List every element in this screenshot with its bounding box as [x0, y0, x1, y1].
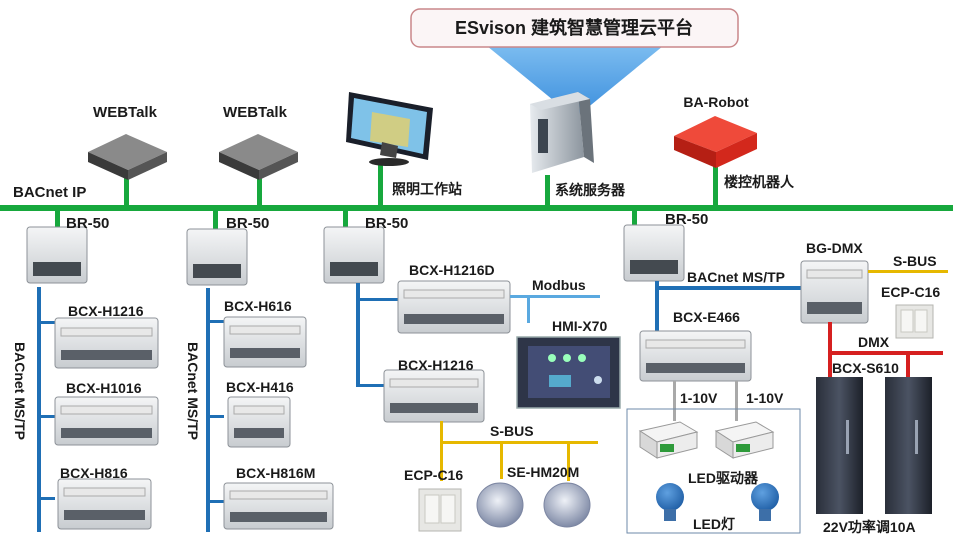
mstp-bus-4 [655, 286, 808, 290]
router-label-2: BR-50 [226, 215, 269, 232]
mstp-bus-1 [37, 287, 41, 532]
sensor-label: SE-HM20M [507, 464, 579, 480]
ecp-c16-panel-c3: ECP-C16 [404, 467, 463, 532]
module-bcx-h1016: BCX-H1016 [54, 380, 159, 446]
sbus-line-c3 [440, 441, 598, 444]
panel-label: ECP-C16 [404, 467, 463, 483]
modbus-label: Modbus [532, 277, 586, 293]
platform-header: ESvison 建筑智慧管理云平台 [410, 8, 739, 118]
workstation-monitor: 照明工作站 [346, 92, 462, 197]
module-label: BCX-H416 [226, 379, 294, 395]
module-bcx-h816: BCX-H816 [57, 465, 152, 530]
module-bcx-e466: BCX-E466 [639, 309, 752, 382]
robot-label: 楼控机器人 [724, 174, 795, 190]
sbus-line-c5 [868, 270, 948, 273]
signal-label-2: 1-10V [746, 390, 784, 406]
module-label: BCX-H1216D [409, 262, 495, 278]
sbus-label-c5: S-BUS [893, 253, 937, 269]
drop-workstation [378, 162, 383, 206]
mstp-label-1: BACnet MS/TP [12, 342, 28, 440]
module-bcx-h1216-c3: BCX-H1216 [383, 357, 485, 423]
mstp-label-4: BACnet MS/TP [687, 269, 785, 285]
ecp-label-c5: ECP-C16 [881, 284, 940, 300]
modbus-line [510, 295, 600, 298]
dimmer-label: BCX-S610 [832, 360, 899, 376]
dimmer-unit-2 [885, 377, 932, 514]
drop-router-3 [343, 210, 348, 228]
drop-router-2 [213, 210, 218, 230]
mstp-label-2: BACnet MS/TP [185, 342, 201, 440]
module-bcx-h816m: BCX-H816M [223, 465, 334, 530]
drop-router-4 [632, 210, 637, 226]
router-label-4: BR-50 [665, 211, 708, 228]
module-bcx-h1216d: BCX-H1216D [397, 262, 511, 334]
led-group-frame [626, 408, 801, 534]
ecp-c16-panel-c5 [895, 304, 934, 339]
mstp-bus-3 [356, 283, 360, 387]
drop-robot [713, 165, 718, 206]
se-hm20m-sensor: SE-HM20M [476, 464, 591, 528]
title-box [410, 8, 739, 48]
dimmer-unit-1 [816, 377, 863, 514]
bacnet-ip-backbone [0, 205, 953, 211]
module-label: BCX-H1216 [68, 303, 144, 319]
drop-webtalk-1 [124, 178, 129, 206]
webtalk-label-1: WEBTalk [93, 104, 158, 121]
router-4: BR-50 [623, 211, 708, 282]
gateway-label: BG-DMX [806, 240, 863, 256]
module-label: BCX-H1216 [398, 357, 474, 373]
workstation-label: 照明工作站 [392, 181, 462, 197]
dmx-line-h [828, 351, 943, 355]
led-bulb-1 [656, 483, 684, 521]
webtalk-device-2: WEBTalk [219, 104, 298, 180]
led-driver-label: LED驱动器 [688, 470, 759, 486]
module-label: BCX-H816M [236, 465, 315, 481]
hmi-label: HMI-X70 [552, 318, 607, 334]
led-lamp-label: LED灯 [693, 516, 735, 532]
router-label-3: BR-50 [365, 215, 408, 232]
module-label: BCX-H1016 [66, 380, 142, 396]
led-driver-1 [638, 421, 699, 459]
module-bcx-h616: BCX-H616 [223, 298, 307, 368]
backbone-label: BACnet IP [13, 184, 86, 201]
server-label: 系统服务器 [555, 182, 626, 198]
cloud-funnel [487, 46, 663, 118]
webtalk-label-2: WEBTalk [223, 104, 288, 121]
dmx-line-v [828, 322, 832, 377]
bg-dmx-gateway: BG-DMX [800, 240, 869, 324]
module-bcx-h416: BCX-H416 [226, 379, 294, 448]
led-bulb-2 [751, 483, 779, 521]
robot-name: BA-Robot [683, 94, 749, 110]
signal-wire-2 [735, 381, 738, 421]
router-3: BR-50 [323, 215, 408, 284]
led-driver-2 [714, 421, 775, 459]
signal-label-1: 1-10V [680, 390, 718, 406]
mstp-bus-2 [206, 288, 210, 532]
module-label: BCX-H816 [60, 465, 128, 481]
dimmer-caption: 22V功率调10A [823, 519, 916, 535]
module-label: BCX-E466 [673, 309, 740, 325]
server-tower: 系统服务器 [530, 92, 626, 198]
drop-router-1 [55, 210, 60, 228]
signal-wire-1 [673, 381, 676, 421]
drop-server [545, 175, 550, 206]
drop-webtalk-2 [257, 178, 262, 206]
router-label-1: BR-50 [66, 215, 109, 232]
module-label: BCX-H616 [224, 298, 292, 314]
ba-robot: BA-Robot 楼控机器人 [674, 94, 795, 190]
module-bcx-h1216-c1: BCX-H1216 [54, 303, 159, 369]
hmi-panel: HMI-X70 [516, 318, 621, 409]
router-2: BR-50 [186, 215, 269, 286]
webtalk-device-1: WEBTalk [88, 104, 167, 180]
dmx-label: DMX [858, 334, 890, 350]
router-1: BR-50 [26, 215, 109, 284]
sbus-label-c3: S-BUS [490, 423, 534, 439]
page-title: ESvison 建筑智慧管理云平台 [455, 17, 693, 38]
